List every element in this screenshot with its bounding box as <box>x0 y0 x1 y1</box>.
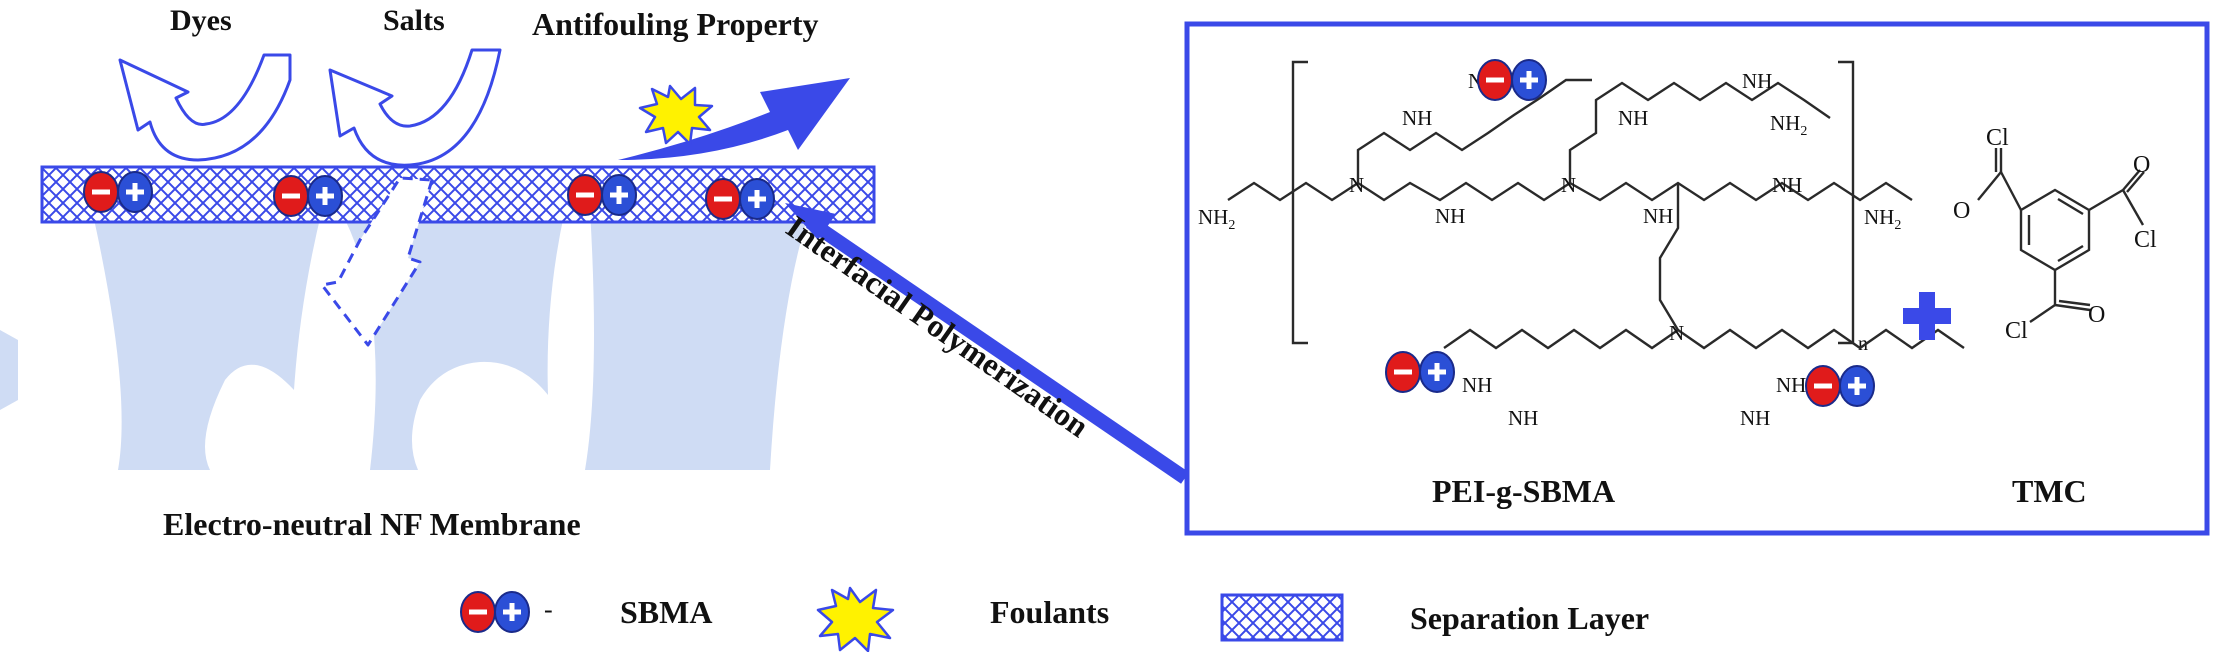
foulant-burst-icon <box>638 84 714 146</box>
tmc-label: TMC <box>2012 473 2087 509</box>
repeat-subscript: n <box>1858 333 1868 355</box>
right-bracket <box>1838 60 1855 345</box>
atom-nh: NH <box>1740 406 1770 430</box>
atom-n: N <box>1349 173 1364 197</box>
atom-nh: NH <box>1742 69 1772 93</box>
atom-nh: NH <box>1435 204 1465 228</box>
salts-reflection-arrow-icon <box>328 48 502 167</box>
atom-n: N <box>1561 173 1576 197</box>
atom-nh: NH <box>1402 106 1432 130</box>
plus-icon <box>1903 292 1951 340</box>
atom-cl: Cl <box>1986 125 2009 151</box>
atom-n: N <box>1669 321 1684 345</box>
salts-label: Salts <box>383 4 445 37</box>
interfacial-polymerization-arrow <box>785 203 1189 484</box>
atom-o: O <box>2133 152 2150 178</box>
dyes-rejection-arrow-icon <box>118 53 292 162</box>
atom-nh2-top: NH2 <box>1770 111 1807 139</box>
atom-cl: Cl <box>2134 227 2157 253</box>
atom-nh: NH <box>1618 106 1648 130</box>
tmc-structure: Cl O O Cl O Cl <box>1953 125 2157 344</box>
support-pillar <box>92 210 322 470</box>
atom-nh: NH <box>1643 204 1673 228</box>
atom-nh: NH <box>1772 173 1802 197</box>
legend-sbma-dash: - <box>544 595 553 624</box>
pei-g-sbma-structure: n NH2 N NH N NH N NH NH2 NH NH NH NH NH2… <box>1198 59 1965 430</box>
legend: - SBMA Foulants Separation Layer <box>460 586 1649 652</box>
membrane-support <box>0 210 810 470</box>
atom-nh2-right: NH2 <box>1864 205 1901 233</box>
pei-g-sbma-label: PEI-g-SBMA <box>1432 473 1615 509</box>
membrane-label: Electro-neutral NF Membrane <box>163 506 581 542</box>
legend-separation-layer-label: Separation Layer <box>1410 600 1649 636</box>
foulant-burst-icon <box>816 586 895 652</box>
dyes-label: Dyes <box>170 4 232 37</box>
legend-sbma-label: SBMA <box>620 594 712 630</box>
atom-o: O <box>1953 198 1970 224</box>
antifouling-label: Antifouling Property <box>532 6 819 42</box>
support-pillar <box>585 210 810 470</box>
legend-foulants-label: Foulants <box>990 594 1109 630</box>
crosshatch-swatch-icon <box>1220 593 1344 642</box>
interfacial-polymerization-label: Interfacial Polymerization <box>780 208 1096 444</box>
support-pillar <box>0 330 18 410</box>
salts-permeation-arrow-icon <box>320 176 434 347</box>
left-bracket <box>1291 60 1308 345</box>
atom-nh: NH <box>1508 406 1538 430</box>
atom-nh: NH <box>1776 373 1806 397</box>
atom-cl: Cl <box>2005 318 2028 344</box>
zwitterion-icon <box>460 591 530 633</box>
atom-o: O <box>2088 302 2105 328</box>
atom-nh: NH <box>1462 373 1492 397</box>
atom-nh2-left: NH2 <box>1198 205 1235 233</box>
antifouling-arrow-icon <box>618 78 850 160</box>
reactants-box <box>1184 21 2210 536</box>
